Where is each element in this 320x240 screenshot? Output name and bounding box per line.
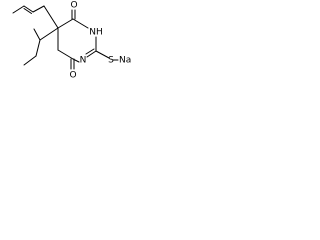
butyl-bond-1: [39, 27, 59, 41]
chain-double-bond-outer: [23, 5, 34, 13]
ring-bond-c2-n1-double: [85, 48, 95, 55]
chain-bond-4: [43, 5, 59, 29]
ring-bond-c4-n3: [72, 18, 89, 29]
chain-bond-3: [32, 5, 45, 13]
butenyl-chain: [12, 5, 59, 29]
atom-label-nh: NH: [89, 28, 103, 38]
carbonyl-groups: [70, 9, 76, 70]
atom-label-n-ring: N: [80, 56, 87, 66]
chain-double-bond-inner: [23, 8, 32, 14]
butyl-methyl-bond: [33, 28, 41, 41]
atom-label-o-bottom: O: [69, 71, 76, 81]
thiolate-group: [95, 50, 119, 61]
chain-bond-1: [12, 5, 25, 14]
butyl-bond-2: [35, 39, 41, 57]
sec-butyl-group: [23, 27, 59, 66]
c2-s-bond: [95, 50, 110, 59]
ring-bond-c2-n1: [86, 50, 97, 58]
butyl-bond-3: [23, 55, 37, 66]
chemical-structure-diagram: O NH O N S Na: [12, 1, 131, 81]
pyrimidine-ring: [57, 18, 97, 63]
atom-label-o-top: O: [70, 1, 77, 11]
atom-label-s: S: [108, 56, 114, 66]
ring-bond-c5-c4: [57, 18, 74, 29]
ring-bond-c6-c5b: [57, 49, 74, 60]
atom-label-na: Na: [119, 56, 131, 66]
